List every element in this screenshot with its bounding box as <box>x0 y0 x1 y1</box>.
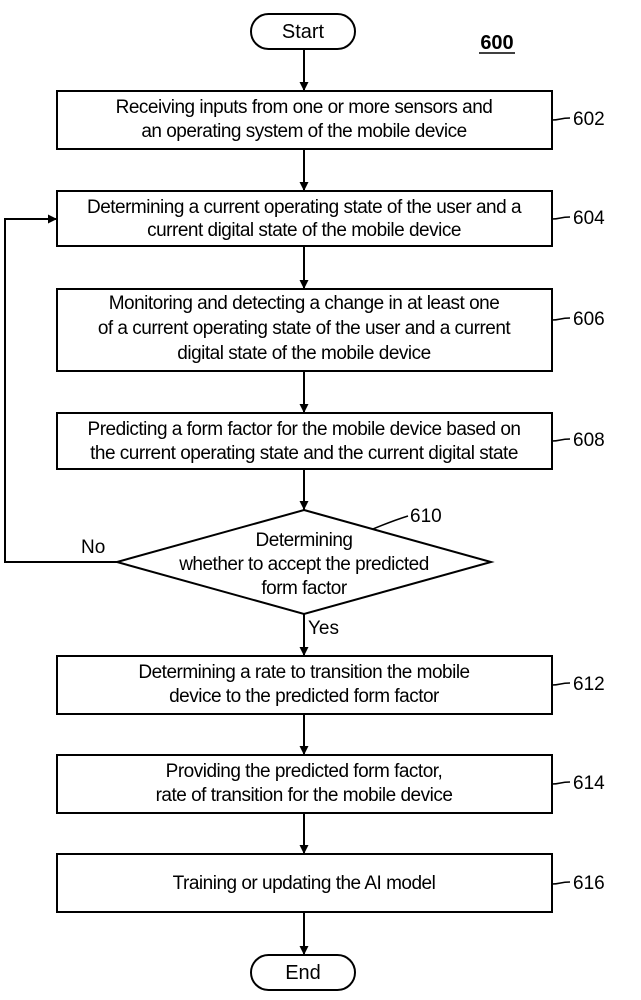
no-loop-line <box>4 214 117 563</box>
leader-606 <box>551 317 571 321</box>
start-terminal: Start <box>250 13 356 50</box>
decision-line-3: form factor <box>261 578 347 599</box>
step-602: Receiving inputs from one or more sensor… <box>56 90 605 150</box>
end-terminal: End <box>250 954 356 991</box>
leader-616 <box>551 881 571 885</box>
step-616: Training or updating the AI model 616 <box>56 853 605 913</box>
end-label: End <box>285 962 321 984</box>
step-612-line-2: device to the predicted form factor <box>169 686 440 707</box>
step-608: Predicting a form factor for the mobile … <box>56 412 605 470</box>
leader-612 <box>551 682 571 686</box>
step-606-line-2: of a current operating state of the user… <box>98 318 512 339</box>
ref-612: 612 <box>573 674 605 695</box>
decision-line-2: whether to accept the predicted <box>178 554 429 575</box>
ref-606: 606 <box>573 309 605 330</box>
step-614-line-2: rate of transition for the mobile device <box>156 785 453 806</box>
step-614: Providing the predicted form factor, rat… <box>56 754 605 814</box>
yes-label: Yes <box>308 618 339 639</box>
no-label: No <box>81 537 105 558</box>
step-612-line-1: Determining a rate to transition the mob… <box>138 662 469 683</box>
step-604-line-1: Determining a current operating state of… <box>87 197 522 218</box>
step-604: Determining a current operating state of… <box>56 190 605 247</box>
step-608-line-2: the current operating state and the curr… <box>90 443 518 464</box>
leader-608 <box>551 438 571 442</box>
step-608-line-1: Predicting a form factor for the mobile … <box>88 419 521 440</box>
ref-616: 616 <box>573 873 605 894</box>
leader-602 <box>551 117 571 121</box>
step-602-line-1: Receiving inputs from one or more sensor… <box>116 97 493 118</box>
decision-line-1: Determining <box>256 530 353 551</box>
step-606-line-3: digital state of the mobile device <box>177 343 430 364</box>
ref-602: 602 <box>573 109 605 130</box>
step-604-line-2: current digital state of the mobile devi… <box>147 220 461 241</box>
ref-604: 604 <box>573 208 605 229</box>
step-614-line-1: Providing the predicted form factor, <box>166 761 443 782</box>
leader-604 <box>551 216 571 220</box>
ref-608: 608 <box>573 430 605 451</box>
step-616-line-1: Training or updating the AI model <box>173 873 436 894</box>
leader-610 <box>372 515 409 530</box>
leader-614 <box>551 781 571 785</box>
step-602-line-2: an operating system of the mobile device <box>141 121 466 142</box>
step-612: Determining a rate to transition the mob… <box>56 655 605 715</box>
start-label: Start <box>282 21 325 43</box>
figure-number: 600 <box>480 32 513 54</box>
step-606-line-1: Monitoring and detecting a change in at … <box>109 293 500 314</box>
step-606: Monitoring and detecting a change in at … <box>56 288 605 372</box>
ref-610: 610 <box>410 506 442 527</box>
ref-614: 614 <box>573 773 605 794</box>
decision-610: Determining whether to accept the predic… <box>113 506 495 616</box>
